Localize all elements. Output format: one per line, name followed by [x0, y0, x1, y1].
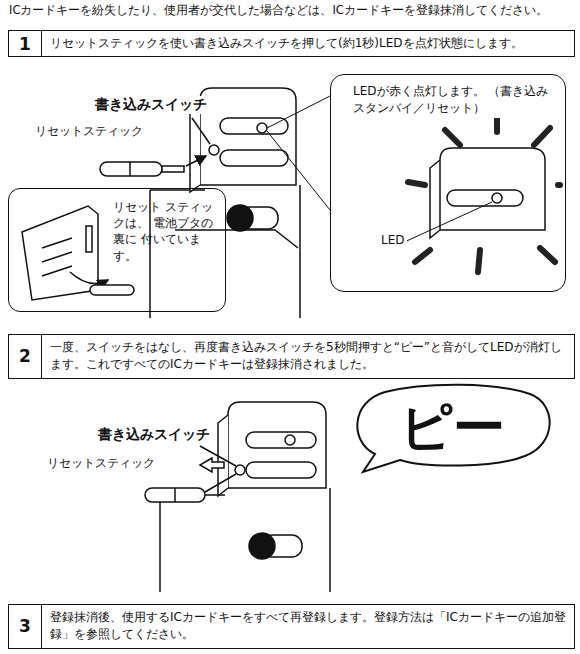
- step-text: 登録抹消後、使用するICカードキーをすべて再登録します。登録方法は「ICカードキ…: [42, 605, 574, 648]
- step-band: 3登録抹消後、使用するICカードキーをすべて再登録します。登録方法は「ICカード…: [8, 604, 575, 649]
- leader: [200, 446, 236, 466]
- step-band: 1リセットスティックを使い書き込みスイッチを押して(約1秒)LEDを点灯状態にし…: [8, 30, 575, 57]
- callout-text: リセット スティックは、 電池ブタの裏に 付いています。: [113, 199, 221, 264]
- callout-box: LEDが赤く点灯します。 （書き込みスタンバイ／リセット） LED: [330, 74, 566, 292]
- callout-text: ピー: [345, 382, 560, 474]
- part-label: 書き込みスイッチ: [97, 426, 211, 444]
- step-text: 一度、スイッチをはなし、再度書き込みスイッチを5秒間押すと“ピー”と音がしてLE…: [42, 335, 574, 378]
- step-number: 1: [9, 31, 42, 56]
- step-number: 2: [9, 335, 42, 378]
- step-band: 2一度、スイッチをはなし、再度書き込みスイッチを5秒間押すと“ピー”と音がしてL…: [8, 334, 575, 379]
- part-label: 書き込みスイッチ: [94, 96, 208, 114]
- leader: [192, 118, 210, 144]
- led-closeup: [400, 112, 560, 272]
- part-label: リセットスティック: [46, 456, 156, 471]
- reset-stick-2: [145, 458, 236, 502]
- step-text: リセットスティックを使い書き込みスイッチを押して(約1秒)LEDを点灯状態にしま…: [42, 31, 574, 56]
- step-number: 3: [9, 605, 42, 648]
- callout-text: LEDが赤く点灯します。 （書き込みスタンバイ／リセット）: [353, 83, 553, 118]
- note-text: ICカードキーを紛失したり、使用者が交代した場合などは、ICカードキーを登録抹消…: [8, 3, 549, 18]
- reset-stick-1: [100, 156, 206, 176]
- callout-box: リセット スティックは、 電池ブタの裏に 付いています。: [8, 188, 226, 312]
- part-label: リセットスティック: [34, 124, 144, 139]
- speech-bubble: ピー: [345, 382, 560, 474]
- callout-text: LED: [379, 233, 407, 247]
